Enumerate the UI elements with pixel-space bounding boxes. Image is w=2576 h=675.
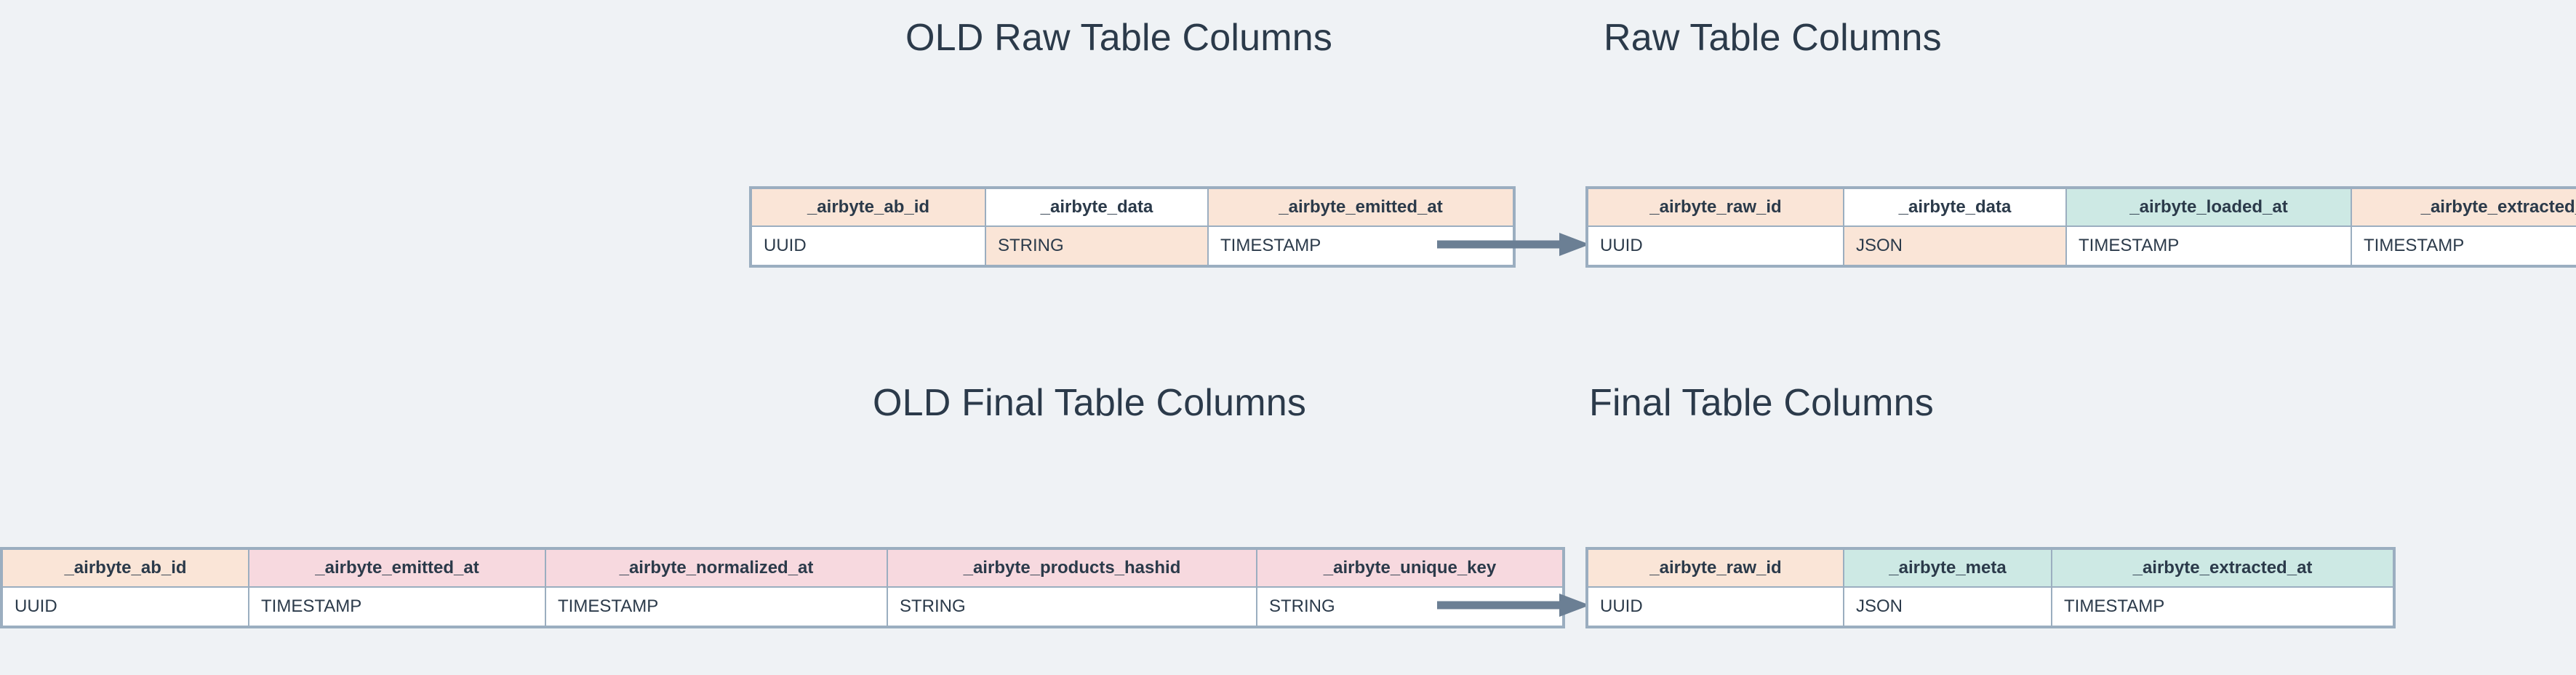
- column-type-cell: JSON: [1843, 225, 2067, 267]
- table-header-row: _airbyte_ab_id _airbyte_emitted_at _airb…: [1, 548, 1564, 588]
- column-header-cell: _airbyte_data: [1843, 187, 2067, 227]
- column-header-cell: _airbyte_normalized_at: [545, 548, 888, 588]
- arrow-right-icon: [1437, 594, 1590, 617]
- table-type-row: UUID JSON TIMESTAMP TIMESTAMP: [1586, 225, 2576, 267]
- column-header-cell: _airbyte_ab_id: [750, 187, 986, 227]
- new-final-table-title: Final Table Columns: [1589, 382, 1934, 424]
- column-header-cell: _airbyte_data: [985, 187, 1209, 227]
- table-type-row: UUID TIMESTAMP TIMESTAMP STRING STRING: [1, 586, 1564, 628]
- column-header-cell: _airbyte_loaded_at: [2065, 187, 2352, 227]
- column-type-cell: STRING: [985, 225, 1209, 267]
- column-header-cell: _airbyte_emitted_at: [1207, 187, 1515, 227]
- old-final-table-title: OLD Final Table Columns: [873, 382, 1307, 424]
- new-final-table: _airbyte_raw_id _airbyte_meta _airbyte_e…: [1585, 547, 2396, 628]
- column-type-cell: UUID: [750, 225, 986, 267]
- column-header-cell: _airbyte_ab_id: [1, 548, 249, 588]
- column-type-cell: UUID: [1, 586, 249, 628]
- table-header-row: _airbyte_ab_id _airbyte_data _airbyte_em…: [750, 187, 1515, 227]
- column-header-cell: _airbyte_meta: [1843, 548, 2052, 588]
- table-header-row: _airbyte_raw_id _airbyte_data _airbyte_l…: [1586, 187, 2576, 227]
- column-type-cell: TIMESTAMP: [2351, 225, 2576, 267]
- column-type-cell: JSON: [1843, 586, 2052, 628]
- column-type-cell: UUID: [1586, 586, 1844, 628]
- table-type-row: UUID JSON TIMESTAMP: [1586, 586, 2395, 628]
- table-header-row: _airbyte_raw_id _airbyte_meta _airbyte_e…: [1586, 548, 2395, 588]
- new-raw-table: _airbyte_raw_id _airbyte_data _airbyte_l…: [1585, 186, 2576, 268]
- column-header-cell: _airbyte_unique_key: [1256, 548, 1564, 588]
- old-final-table: _airbyte_ab_id _airbyte_emitted_at _airb…: [0, 547, 1565, 628]
- column-type-cell: TIMESTAMP: [2065, 225, 2352, 267]
- old-raw-table-title: OLD Raw Table Columns: [905, 17, 1333, 59]
- new-raw-table-title: Raw Table Columns: [1604, 17, 1942, 59]
- column-type-cell: UUID: [1586, 225, 1844, 267]
- column-header-cell: _airbyte_extracted_at: [2351, 187, 2576, 227]
- column-header-cell: _airbyte_products_hashid: [887, 548, 1257, 588]
- column-type-cell: TIMESTAMP: [248, 586, 546, 628]
- column-header-cell: _airbyte_extracted_at: [2051, 548, 2395, 588]
- table-type-row: UUID STRING TIMESTAMP: [750, 225, 1515, 267]
- column-header-cell: _airbyte_raw_id: [1586, 548, 1844, 588]
- column-header-cell: _airbyte_raw_id: [1586, 187, 1844, 227]
- old-raw-table: _airbyte_ab_id _airbyte_data _airbyte_em…: [749, 186, 1516, 268]
- column-type-cell: TIMESTAMP: [545, 586, 888, 628]
- column-type-cell: STRING: [887, 586, 1257, 628]
- arrow-right-icon: [1437, 233, 1590, 256]
- column-header-cell: _airbyte_emitted_at: [248, 548, 546, 588]
- column-type-cell: TIMESTAMP: [2051, 586, 2395, 628]
